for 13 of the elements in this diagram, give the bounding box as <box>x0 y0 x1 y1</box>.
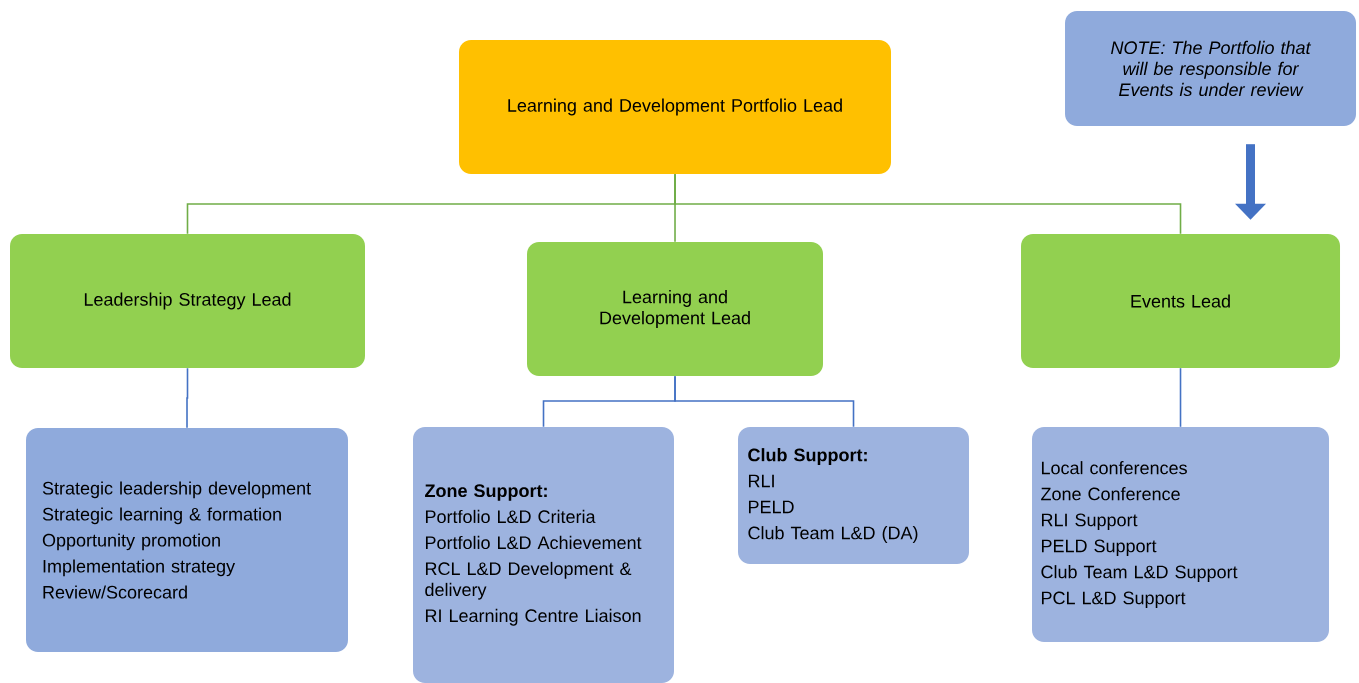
role-box: Events Lead <box>1021 234 1340 368</box>
connector-line <box>186 367 189 429</box>
duties-box: Strategic leadership development Strategic learning & formation Opportunity promotion Implementation strategy Review/Scorecard <box>26 428 348 652</box>
duties-box: Club Support: RLI PELD Club Team L&D (DA) <box>738 427 969 564</box>
duties-box: Local conferences Zone Conference RLI Support PELD Support Club Team L&D Support PCL L&D Support <box>1032 427 1329 642</box>
role-box: Leadership Strategy Lead <box>10 234 365 368</box>
note-box: NOTE: The Portfolio that will be responsible for Events is under review <box>1065 11 1356 126</box>
duties-box: Zone Support: Portfolio L&D Criteria Portfolio L&D Achievement RCL L&D Development & delivery RI Learning Centre Liaison <box>413 427 674 683</box>
role-box: Learning and Development Lead <box>527 242 823 376</box>
connector-line <box>1179 367 1182 428</box>
role-box: Learning and Development Portfolio Lead <box>459 40 891 174</box>
connector-line <box>674 173 1182 235</box>
connector-line <box>674 375 855 428</box>
